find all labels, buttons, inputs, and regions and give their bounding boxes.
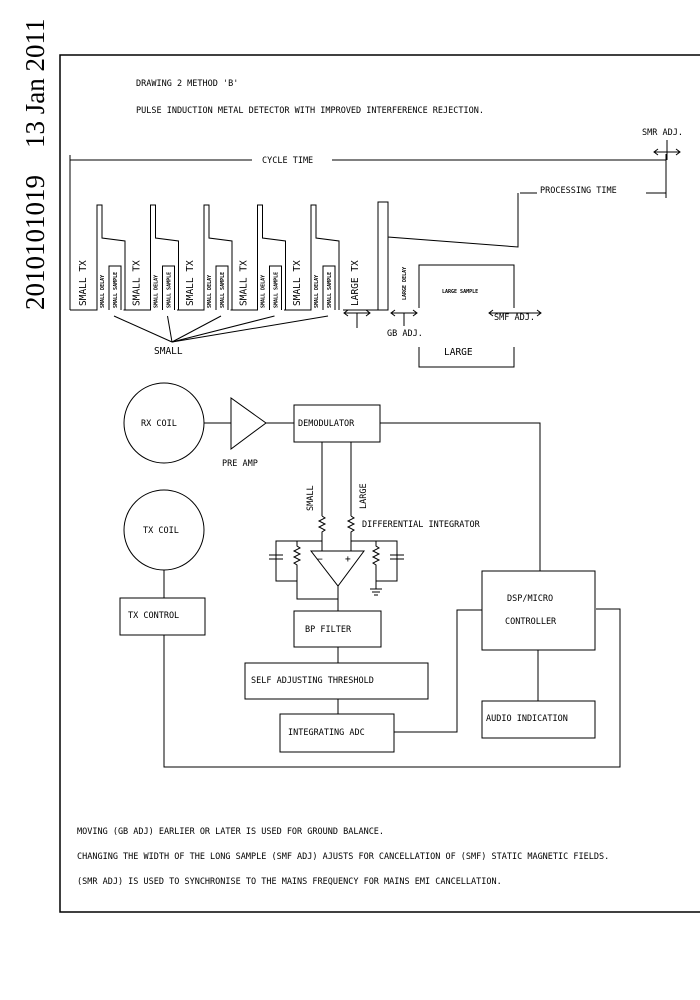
gb-adj-label: GB ADJ. bbox=[387, 329, 423, 339]
small-sample-pointer bbox=[167, 315, 173, 343]
waveform: SMALL TX SMALL DELAY SMALL SAMPLE SMALL TX S… bbox=[70, 204, 340, 311]
small-tx-label: SMALL TX bbox=[132, 260, 143, 306]
dsp-controller-box bbox=[481, 570, 596, 651]
small-delay-label: SMALL DELAY bbox=[154, 275, 160, 308]
drawing-frame bbox=[59, 54, 700, 913]
smf-adj-label: SMF ADJ. bbox=[494, 313, 535, 323]
small-tx-pulse bbox=[177, 204, 233, 311]
small-sample-pointer bbox=[171, 315, 275, 343]
small-sample-label: SMALL SAMPLE bbox=[167, 272, 173, 308]
small-sample-window bbox=[108, 265, 122, 310]
opamp-minus: − bbox=[317, 554, 323, 565]
bp-filter-label: BP FILTER bbox=[305, 625, 352, 635]
note-gb-adj: MOVING (GB ADJ) EARLIER OR LATER IS USED… bbox=[77, 827, 384, 837]
differential-integrator-label: DIFFERENTIAL INTEGRATOR bbox=[362, 520, 481, 530]
left-feedback-loop bbox=[275, 540, 322, 582]
small-delay-label: SMALL DELAY bbox=[314, 275, 320, 308]
large-bracket bbox=[418, 347, 515, 368]
small-sample-window bbox=[162, 265, 175, 310]
tx-coil-label: TX COIL bbox=[143, 526, 179, 536]
small-tx-pulse bbox=[284, 204, 340, 311]
left-feedback-resistor bbox=[292, 541, 338, 600]
tx-control-to-dsp-wire bbox=[163, 608, 621, 768]
smf-adj-arrowheads bbox=[488, 309, 542, 317]
ground-icon bbox=[370, 588, 382, 596]
demodulator-label: DEMODULATOR bbox=[298, 419, 355, 429]
large-tx-arrowheads bbox=[343, 309, 371, 317]
large-delay-label: LARGE DELAY bbox=[402, 267, 408, 300]
large-sample-window bbox=[418, 264, 515, 308]
note-smr-adj: (SMR ADJ) IS USED TO SYNCHRONISE TO THE … bbox=[77, 877, 502, 887]
small-sample-label: SMALL SAMPLE bbox=[220, 272, 226, 308]
self-adjusting-threshold-label: SELF ADJUSTING THRESHOLD bbox=[251, 676, 374, 686]
audio-indication-box bbox=[481, 700, 596, 739]
small-group-label: SMALL bbox=[154, 346, 183, 357]
dsp-label-line2: CONTROLLER bbox=[505, 617, 557, 627]
small-delay-label: SMALL DELAY bbox=[261, 275, 267, 308]
timing-diagram: CYCLE TIME SMR ADJ. PROCESSING TIME SMAL… bbox=[69, 128, 683, 368]
integrating-adc-label: INTEGRATING ADC bbox=[288, 728, 365, 738]
smr-adj-arrowheads bbox=[653, 148, 681, 156]
small-input-resistor bbox=[317, 515, 327, 541]
small-sample-label: SMALL SAMPLE bbox=[274, 272, 280, 308]
large-signal-label: LARGE bbox=[359, 483, 369, 509]
small-signal-label: SMALL bbox=[306, 485, 316, 511]
opamp-plus: + bbox=[345, 554, 351, 565]
small-delay-label: SMALL DELAY bbox=[207, 275, 213, 308]
integrating-adc-box bbox=[279, 713, 395, 753]
large-tx-waveform bbox=[343, 193, 519, 311]
large-tx-label: LARGE TX bbox=[350, 260, 361, 306]
block-diagram: RX COIL PRE AMP DEMODULATOR SMALL LARGE … bbox=[119, 382, 621, 768]
gb-adj-arrowheads bbox=[390, 309, 418, 317]
opamp-triangle bbox=[309, 550, 365, 587]
dsp-label-line1: DSP/MICRO bbox=[507, 594, 553, 604]
tx-control-box bbox=[119, 597, 206, 636]
small-tx-label: SMALL TX bbox=[239, 260, 250, 306]
pre-amp-triangle bbox=[230, 397, 267, 450]
drawing-title: DRAWING 2 METHOD 'B' bbox=[136, 79, 238, 89]
large-tx-pulse-top bbox=[377, 201, 389, 311]
demod-to-dsp-wire bbox=[380, 422, 541, 571]
small-tx-pulse bbox=[230, 204, 286, 311]
large-group-label: LARGE bbox=[444, 347, 473, 358]
self-adjusting-threshold-box bbox=[244, 662, 429, 700]
small-sample-label: SMALL SAMPLE bbox=[113, 272, 119, 308]
small-tx-label: SMALL TX bbox=[78, 260, 89, 306]
notes: MOVING (GB ADJ) EARLIER OR LATER IS USED… bbox=[77, 827, 609, 887]
processing-time-label: PROCESSING TIME bbox=[540, 186, 617, 196]
small-sample-pointer bbox=[171, 315, 329, 343]
cycle-time-label: CYCLE TIME bbox=[262, 156, 313, 166]
small-sample-label: SMALL SAMPLE bbox=[327, 272, 333, 308]
small-sample-pointer bbox=[113, 315, 173, 343]
pre-amp-label: PRE AMP bbox=[222, 459, 258, 469]
rx-coil-label: RX COIL bbox=[141, 419, 177, 429]
small-delay-label: SMALL DELAY bbox=[100, 275, 106, 308]
right-resistor bbox=[371, 541, 381, 589]
right-network-loop bbox=[351, 540, 398, 582]
adc-to-dsp-wire bbox=[394, 609, 482, 733]
right-capacitor bbox=[390, 554, 404, 560]
small-sample-pointer bbox=[171, 315, 222, 343]
drawing-subtitle: PULSE INDUCTION METAL DETECTOR WITH IMPR… bbox=[136, 106, 484, 116]
small-sample-window bbox=[215, 265, 229, 310]
tx-control-label: TX CONTROL bbox=[128, 611, 179, 621]
large-sample-label: LARGE SAMPLE bbox=[442, 289, 478, 295]
small-sample-pointers bbox=[113, 315, 329, 343]
note-smf-adj: CHANGING THE WIDTH OF THE LONG SAMPLE (S… bbox=[77, 852, 609, 862]
small-sample-window bbox=[269, 265, 282, 310]
small-sample-window bbox=[322, 265, 336, 310]
small-tx-label: SMALL TX bbox=[292, 260, 303, 306]
small-tx-pulse bbox=[123, 204, 179, 311]
large-input-resistor bbox=[346, 515, 356, 541]
audio-indication-label: AUDIO INDICATION bbox=[486, 714, 568, 724]
small-tx-label: SMALL TX bbox=[185, 260, 196, 306]
smr-adj-label: SMR ADJ. bbox=[642, 128, 683, 138]
small-tx-pulse bbox=[70, 204, 126, 311]
